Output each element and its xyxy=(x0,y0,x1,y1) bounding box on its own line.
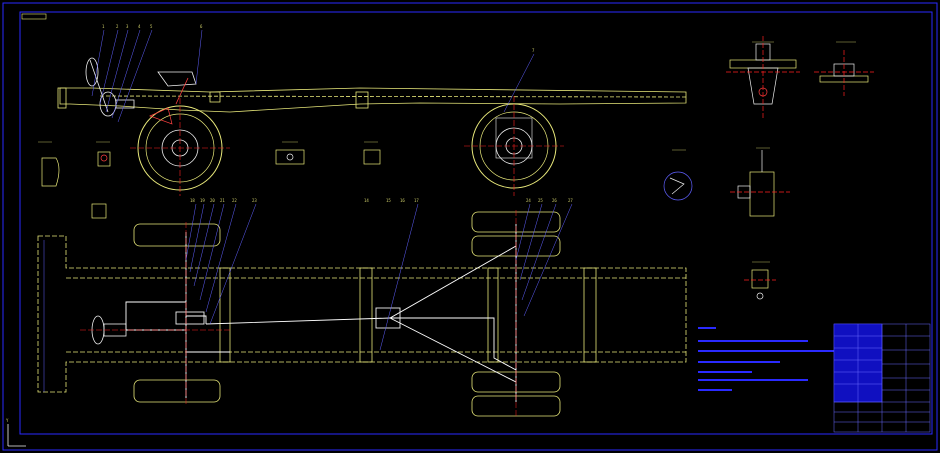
plan-view xyxy=(37,211,687,417)
technical-notes xyxy=(698,327,834,391)
plan-label-22: 22 xyxy=(232,198,237,203)
leader-label-6: 6 xyxy=(200,24,203,29)
front-wheel-side xyxy=(130,98,230,196)
drawing-title-tag-box xyxy=(21,13,47,20)
front-bumper xyxy=(57,87,67,109)
leader-label-4: 4 xyxy=(138,24,141,29)
brake-lines xyxy=(125,224,517,402)
small-detail-views xyxy=(41,149,693,219)
leader-label-3: 3 xyxy=(126,24,129,29)
plan-label-21: 21 xyxy=(220,198,225,203)
plan-label-26: 26 xyxy=(552,198,557,203)
rear-wheel-side xyxy=(464,96,564,196)
side-view xyxy=(57,57,687,117)
leader-label-2: 2 xyxy=(116,24,119,29)
steering-column xyxy=(89,59,109,113)
ucs-icon xyxy=(7,424,26,447)
plan-label-15: 15 xyxy=(386,198,391,203)
plan-label-25: 25 xyxy=(538,198,543,203)
detail-view-labels xyxy=(38,41,856,263)
plan-label-20: 20 xyxy=(210,198,215,203)
leader-label-1: 1 xyxy=(102,24,105,29)
plan-label-24: 24 xyxy=(526,198,531,203)
side-leader-lines xyxy=(91,29,535,123)
plan-label-17: 17 xyxy=(414,198,419,203)
chassis-outline xyxy=(37,235,687,393)
drawing-inner-border xyxy=(19,11,933,435)
plan-label-23: 23 xyxy=(252,198,257,203)
plan-leader-lines xyxy=(43,203,573,392)
plan-label-16: 16 xyxy=(400,198,405,203)
plan-label-19: 19 xyxy=(200,198,205,203)
steering-wheel xyxy=(85,57,99,87)
plan-centerlines xyxy=(80,210,517,418)
ucs-icon-label: Y xyxy=(6,418,9,423)
plan-label-14: 14 xyxy=(364,198,369,203)
plan-label-27: 27 xyxy=(568,198,573,203)
plan-label-18: 18 xyxy=(190,198,195,203)
leader-label-5: 5 xyxy=(150,24,153,29)
side-frame-rail xyxy=(59,87,687,113)
front-left-tire xyxy=(133,223,221,247)
right-detail-views xyxy=(726,36,874,300)
title-block xyxy=(833,323,931,433)
leader-label-7: 7 xyxy=(532,48,535,53)
front-right-tire xyxy=(133,379,221,403)
